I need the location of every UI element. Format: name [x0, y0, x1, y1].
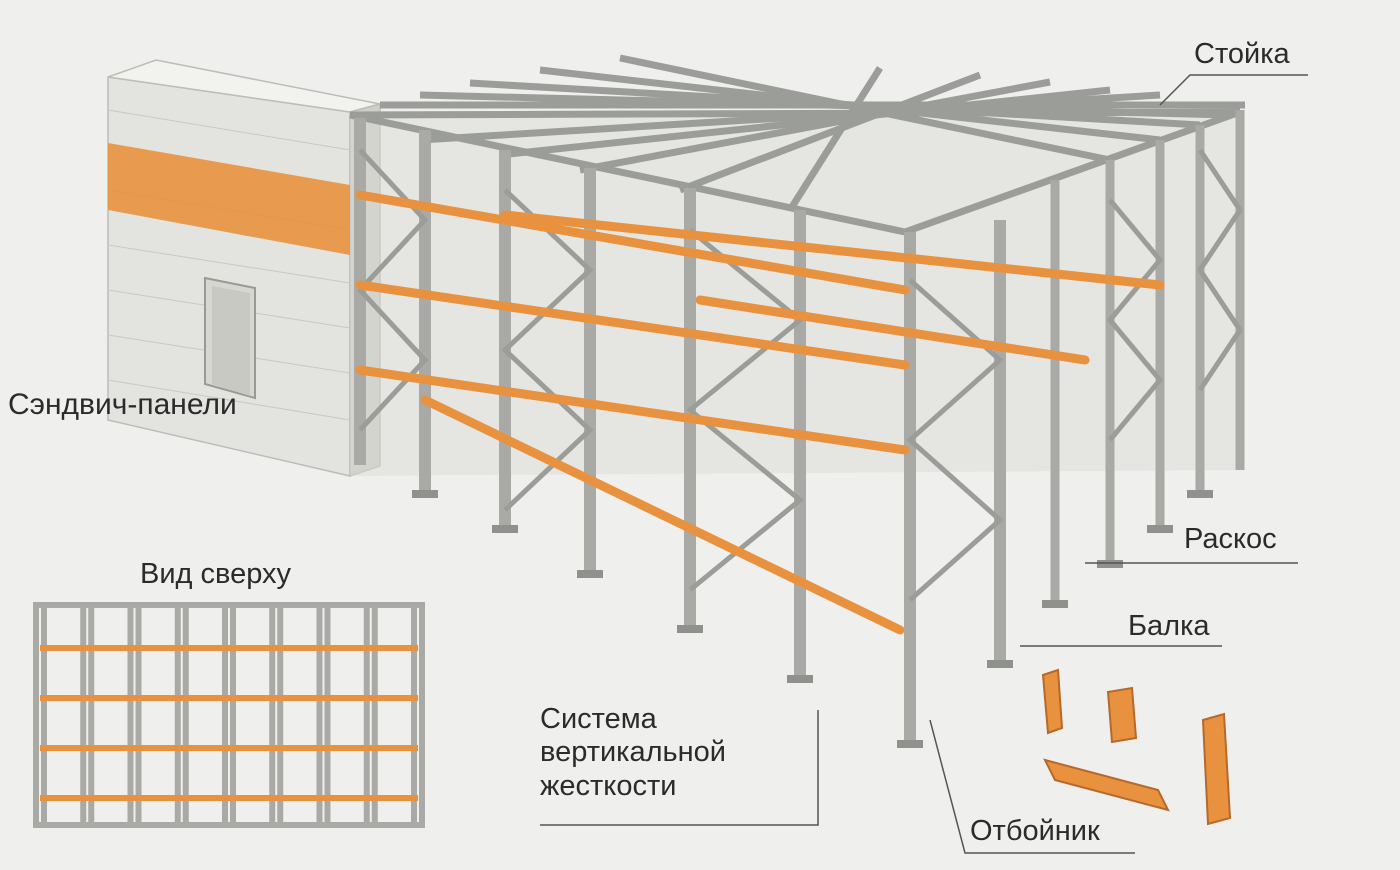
base-plates — [412, 490, 1213, 748]
beams — [355, 190, 1165, 635]
label-system-line2: вертикальной — [540, 736, 727, 769]
label-upright: Стойка — [1194, 38, 1290, 70]
top-grid — [349, 54, 1245, 236]
label-beam: Балка — [1128, 610, 1210, 642]
label-system-line3: жесткости — [540, 769, 677, 802]
label-sandwich-panels: Сэндвич-панели — [8, 388, 237, 421]
label-brace: Раскос — [1184, 523, 1277, 555]
label-system-line1: Система — [540, 703, 657, 735]
label-top-view: Вид сверху — [140, 558, 292, 590]
bracing — [356, 148, 1244, 602]
bumper-pieces — [1041, 668, 1232, 826]
top-view-plan — [33, 602, 425, 828]
label-bumper: Отбойник — [970, 815, 1100, 847]
back-uprights — [1050, 110, 1245, 605]
leader-lines — [540, 74, 1308, 854]
orange-stripe — [108, 143, 350, 255]
label-vertical-stiffness-system: Система вертикальной жесткости — [540, 703, 800, 803]
